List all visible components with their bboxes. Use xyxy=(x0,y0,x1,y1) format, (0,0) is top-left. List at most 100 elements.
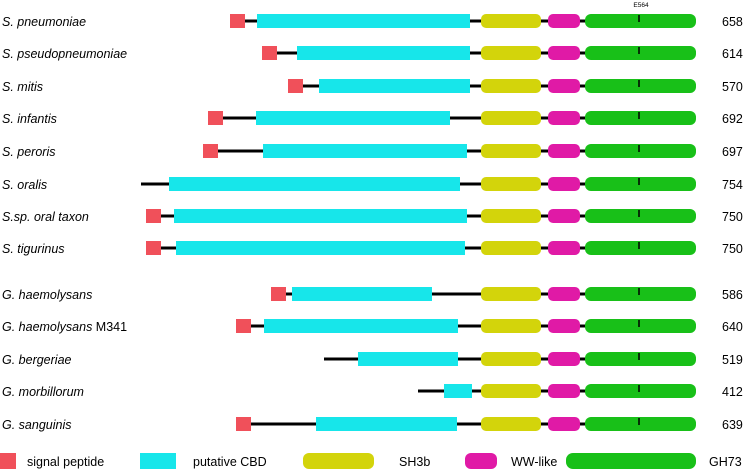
protein-row: S. mitis 570 xyxy=(2,79,743,94)
protein-row: S. pseudopneumoniae 614 xyxy=(2,46,743,61)
sh3b-domain xyxy=(481,111,541,125)
legend-item-sh3b: SH3b xyxy=(303,453,430,469)
gh73-domain xyxy=(585,144,696,158)
sh3b-domain xyxy=(481,241,541,255)
length-label: 750 xyxy=(722,210,743,224)
length-label: 639 xyxy=(722,418,743,432)
putative-cbd-domain xyxy=(174,209,467,223)
protein-row: S. infantis 692 xyxy=(2,111,743,126)
gh73-domain xyxy=(585,287,696,301)
species-name: S. pneumoniae xyxy=(2,15,86,29)
putative-cbd-domain xyxy=(257,14,470,28)
species-label: G. haemolysans xyxy=(2,288,92,302)
legend-swatch xyxy=(465,453,497,469)
species-name: G. morbillorum xyxy=(2,385,84,399)
putative-cbd-domain xyxy=(264,319,458,333)
species-name: G. sanguinis xyxy=(2,418,71,432)
putative-cbd-domain xyxy=(316,417,457,431)
legend-swatch xyxy=(303,453,374,469)
marker-label: E564 xyxy=(633,2,649,9)
signal-peptide-domain xyxy=(230,14,245,28)
species-label: G. sanguinis xyxy=(2,418,71,432)
gh73-domain xyxy=(585,241,696,255)
gh73-domain xyxy=(585,46,696,60)
length-label: 570 xyxy=(722,80,743,94)
protein-row: S. oralis 754 xyxy=(2,177,743,192)
sh3b-domain xyxy=(481,384,541,398)
species-label: G. haemolysans M341 xyxy=(2,320,127,334)
species-label: G. bergeriae xyxy=(2,353,72,367)
ww-like-domain xyxy=(548,111,580,125)
strain-suffix: M341 xyxy=(92,320,127,334)
sh3b-domain xyxy=(481,352,541,366)
gh73-domain xyxy=(585,417,696,431)
gh73-domain xyxy=(585,352,696,366)
ww-like-domain xyxy=(548,14,580,28)
ww-like-domain xyxy=(548,287,580,301)
species-label: S. peroris xyxy=(2,145,56,159)
sh3b-domain xyxy=(481,14,541,28)
length-label: 586 xyxy=(722,288,743,302)
species-name: S. peroris xyxy=(2,145,56,159)
legend-item-signal-peptide: signal peptide xyxy=(0,453,104,469)
species-label: S. pseudopneumoniae xyxy=(2,47,127,61)
signal-peptide-domain xyxy=(236,319,251,333)
legend-swatch xyxy=(140,453,176,469)
length-label: 519 xyxy=(722,353,743,367)
legend-swatch xyxy=(0,453,16,469)
sh3b-domain xyxy=(481,287,541,301)
legend-label: SH3b xyxy=(399,455,430,469)
protein-row: S.sp. oral taxon 750 xyxy=(2,209,743,224)
legend-item-ww-like: WW-like xyxy=(465,453,557,469)
putative-cbd-domain xyxy=(444,384,472,398)
putative-cbd-domain xyxy=(176,241,465,255)
putative-cbd-domain xyxy=(263,144,467,158)
protein-row: S. peroris 697 xyxy=(2,144,743,159)
legend-label: signal peptide xyxy=(27,455,104,469)
species-name: S. mitis xyxy=(2,80,43,94)
protein-row: G. sanguinis 639 xyxy=(2,417,743,432)
gh73-domain xyxy=(585,177,696,191)
species-name: G. haemolysans xyxy=(2,288,92,302)
sh3b-domain xyxy=(481,46,541,60)
signal-peptide-domain xyxy=(146,209,161,223)
length-label: 614 xyxy=(722,47,743,61)
species-name: S.sp. oral taxon xyxy=(2,210,89,224)
ww-like-domain xyxy=(548,417,580,431)
species-name: G. haemolysans xyxy=(2,320,92,334)
length-label: 750 xyxy=(722,242,743,256)
legend-item-putative-cbd: putative CBD xyxy=(140,453,267,469)
signal-peptide-domain xyxy=(288,79,303,93)
putative-cbd-domain xyxy=(319,79,470,93)
sh3b-domain xyxy=(481,209,541,223)
length-label: 697 xyxy=(722,145,743,159)
ww-like-domain xyxy=(548,177,580,191)
length-label: 692 xyxy=(722,112,743,126)
sh3b-domain xyxy=(481,177,541,191)
ww-like-domain xyxy=(548,384,580,398)
species-name: S. infantis xyxy=(2,112,57,126)
legend-label: WW-like xyxy=(511,455,557,469)
length-label: 412 xyxy=(722,385,743,399)
length-label: 754 xyxy=(722,178,743,192)
species-name: S. oralis xyxy=(2,178,47,192)
species-name: S. pseudopneumoniae xyxy=(2,47,127,61)
gh73-domain xyxy=(585,319,696,333)
signal-peptide-domain xyxy=(208,111,223,125)
signal-peptide-domain xyxy=(262,46,277,60)
species-label: S. oralis xyxy=(2,178,47,192)
species-label: S.sp. oral taxon xyxy=(2,210,89,224)
sh3b-domain xyxy=(481,79,541,93)
putative-cbd-domain xyxy=(169,177,460,191)
ww-like-domain xyxy=(548,79,580,93)
protein-row: G. morbillorum 412 xyxy=(2,384,743,399)
species-label: S. mitis xyxy=(2,80,43,94)
signal-peptide-domain xyxy=(236,417,251,431)
ww-like-domain xyxy=(548,209,580,223)
putative-cbd-domain xyxy=(292,287,432,301)
putative-cbd-domain xyxy=(256,111,450,125)
ww-like-domain xyxy=(548,144,580,158)
